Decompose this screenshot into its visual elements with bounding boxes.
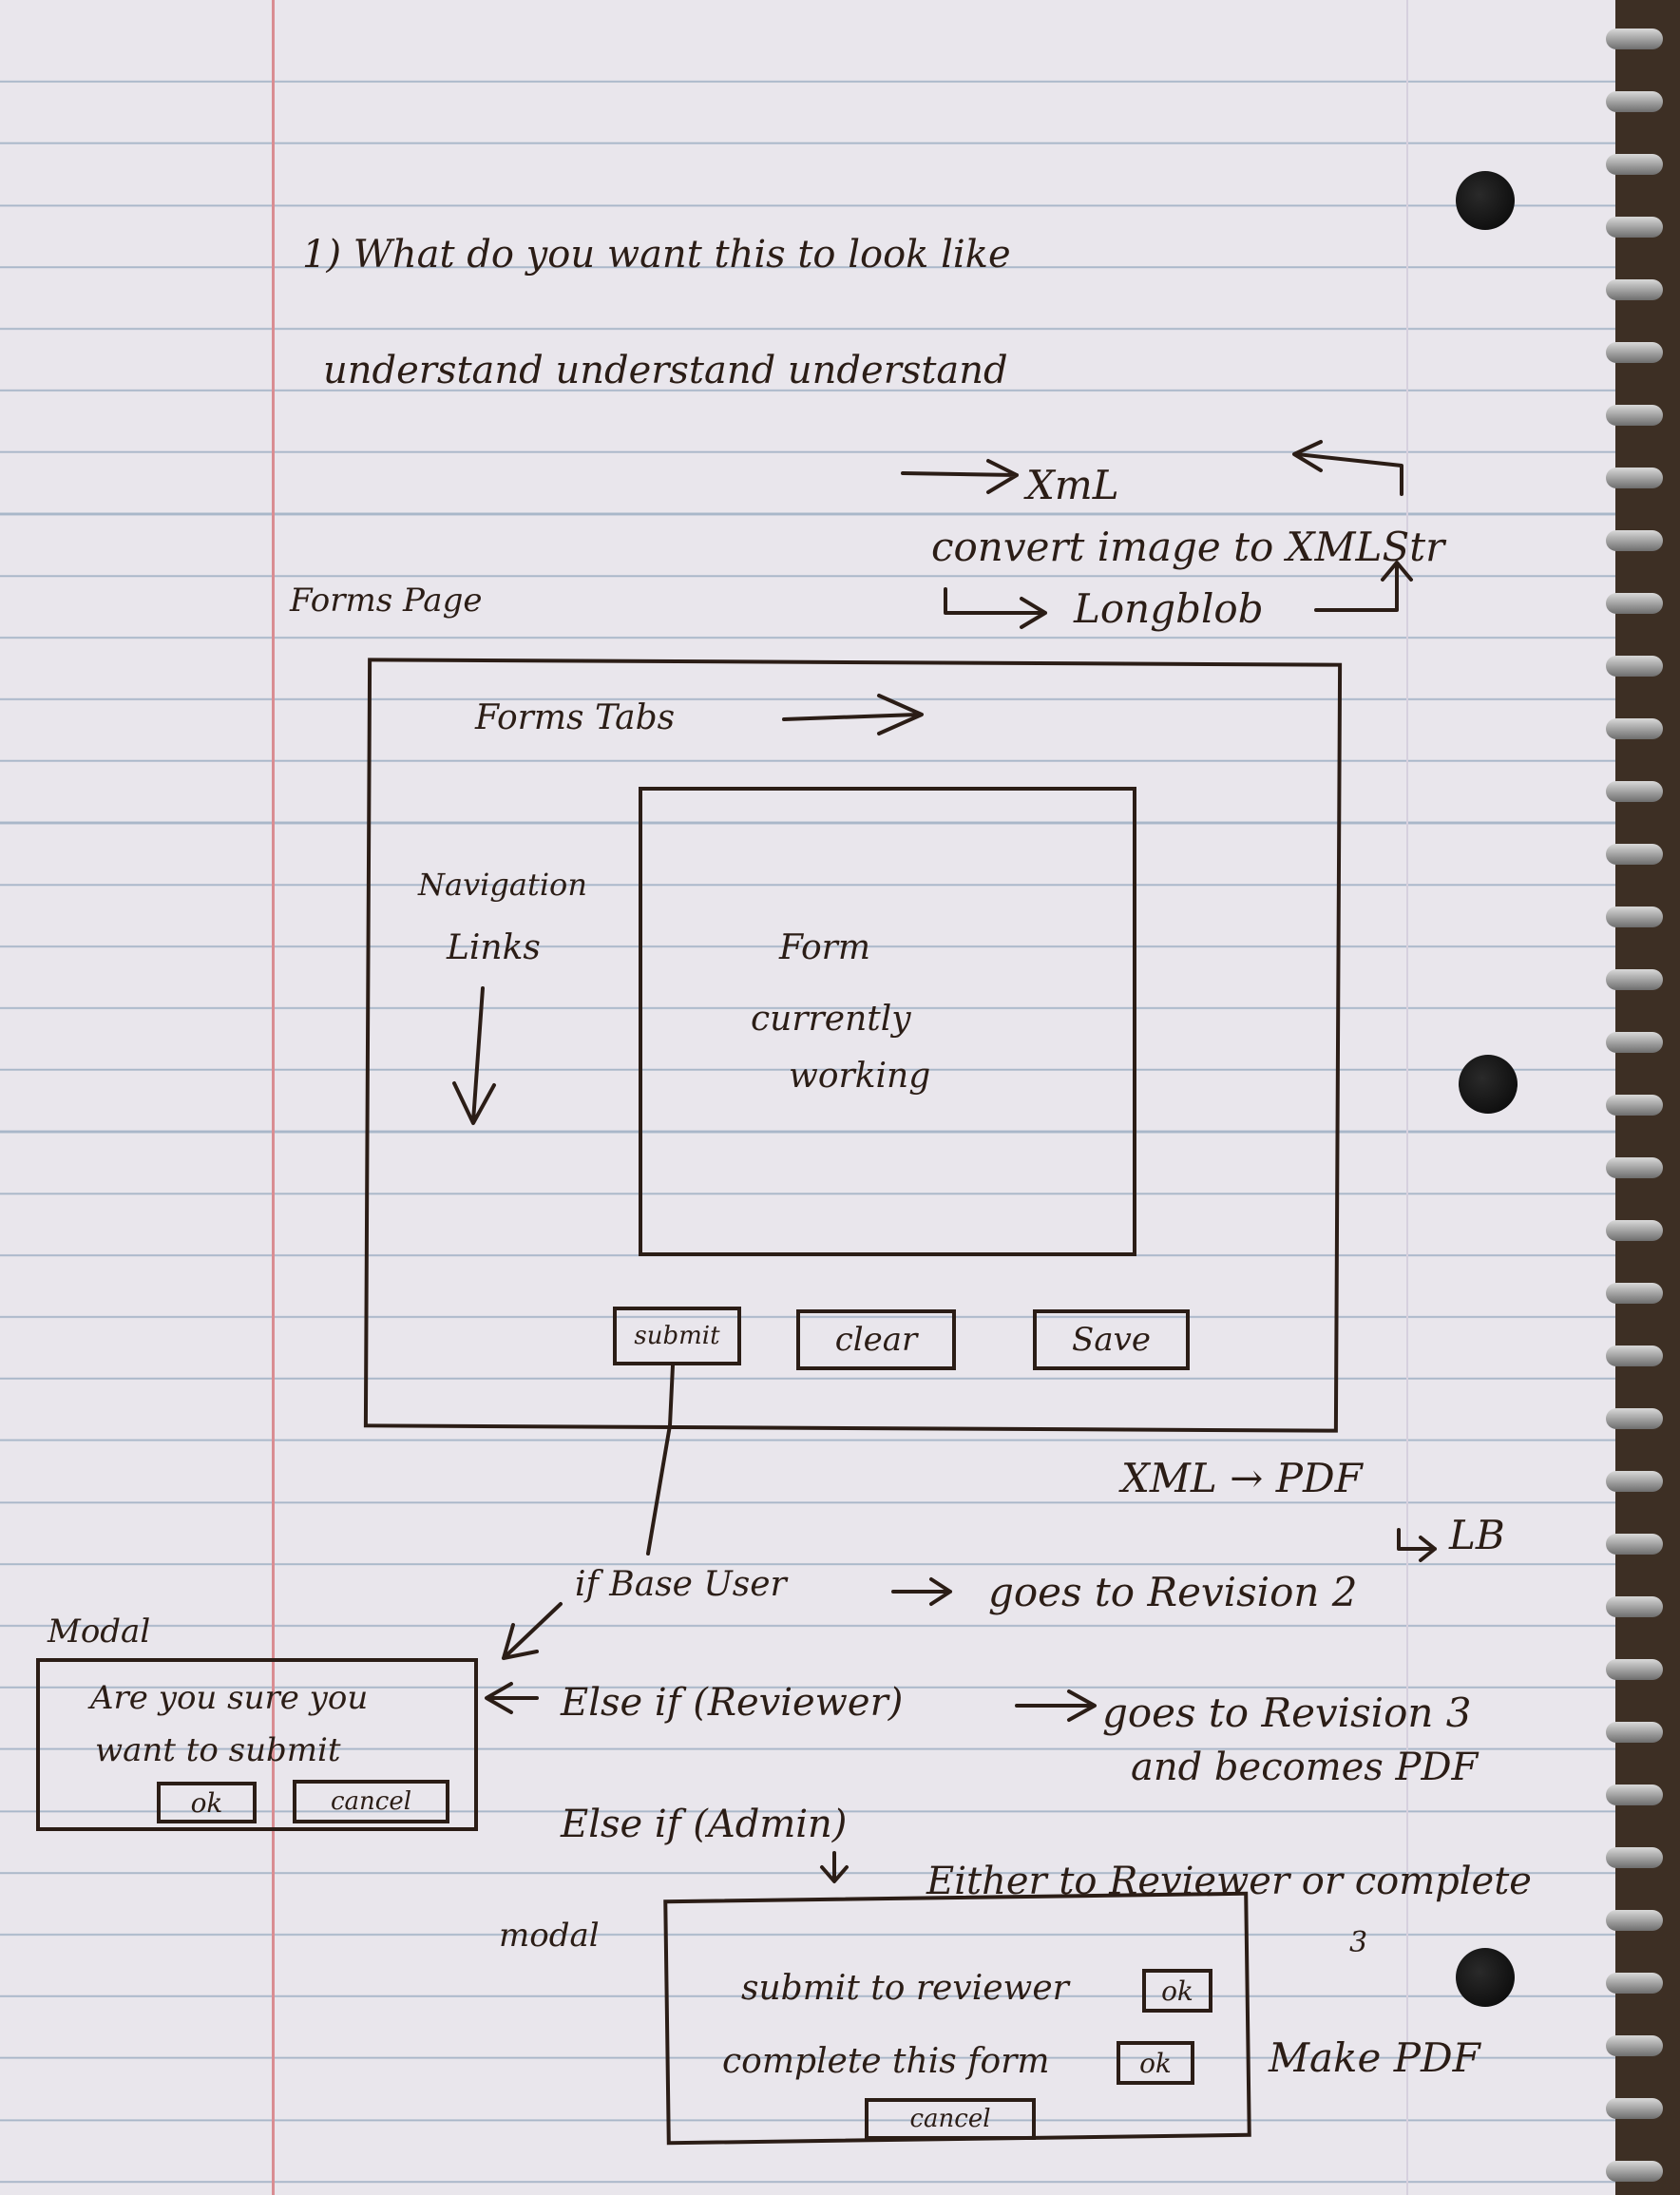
spiral-coil bbox=[1606, 907, 1663, 927]
modal2-line2: complete this form bbox=[722, 2042, 1050, 2081]
spiral-coil bbox=[1606, 1471, 1663, 1492]
note-xml: XmL bbox=[1026, 462, 1119, 508]
confirm-modal bbox=[36, 1658, 478, 1831]
spiral-coil bbox=[1606, 29, 1663, 49]
spiral-coil bbox=[1606, 781, 1663, 802]
punch-hole-middle bbox=[1459, 1055, 1518, 1114]
form-area-box bbox=[639, 787, 1136, 1256]
spiral-coil bbox=[1606, 1220, 1663, 1241]
spiral-coil bbox=[1606, 1283, 1663, 1304]
note-goes-rev2: goes to Revision 2 bbox=[988, 1569, 1358, 1615]
spiral-coil bbox=[1606, 217, 1663, 238]
spiral-coil bbox=[1606, 2098, 1663, 2119]
note-make-pdf: Make PDF bbox=[1269, 2034, 1480, 2081]
spiral-coil bbox=[1606, 468, 1663, 488]
note-nav-links-1: Navigation bbox=[418, 867, 587, 903]
spiral-coil bbox=[1606, 1596, 1663, 1617]
spiral-coil bbox=[1606, 1408, 1663, 1429]
arrow-goes-rev2 bbox=[891, 1577, 952, 1606]
note-form-2: currently bbox=[751, 1000, 911, 1039]
note-if-base-user: if Base User bbox=[575, 1565, 787, 1604]
spiral-coil bbox=[1606, 1785, 1663, 1805]
note-convert: convert image to XMLStr bbox=[931, 524, 1445, 570]
arrow-xmlstr-loop bbox=[1292, 440, 1403, 496]
spiral-coil bbox=[1606, 844, 1663, 865]
spiral-coil bbox=[1606, 1095, 1663, 1116]
notebook-page: 1) What do you want this to look like un… bbox=[0, 0, 1615, 2195]
note-form-1: Form bbox=[779, 928, 871, 967]
note-xml-pdf: XML → PDF bbox=[1121, 1455, 1363, 1501]
note-forms-page: Forms Page bbox=[290, 582, 483, 620]
spiral-coil bbox=[1606, 342, 1663, 363]
arrow-goes-rev3 bbox=[1015, 1689, 1097, 1722]
spiral-coil bbox=[1606, 656, 1663, 677]
arrow-admin-down bbox=[820, 1851, 849, 1883]
modal2-line1: submit to reviewer bbox=[741, 1969, 1069, 2008]
note-else-admin: Else if (Admin) bbox=[561, 1803, 848, 1846]
spiral-coil bbox=[1606, 1847, 1663, 1868]
spiral-coil bbox=[1606, 718, 1663, 739]
note-nav-links-2: Links bbox=[447, 928, 541, 967]
faint-vertical-line bbox=[1406, 0, 1408, 2195]
save-button[interactable]: Save bbox=[1033, 1309, 1190, 1370]
note-forms-tabs: Forms Tabs bbox=[475, 698, 676, 737]
spiral-coil bbox=[1606, 1910, 1663, 1931]
spiral-coil bbox=[1606, 405, 1663, 426]
spiral-coil bbox=[1606, 530, 1663, 551]
spiral-coil bbox=[1606, 279, 1663, 300]
spiral-coil bbox=[1606, 91, 1663, 112]
note-three: 3 bbox=[1349, 1926, 1368, 1959]
modal1-line1: Are you sure you bbox=[90, 1679, 369, 1717]
spiral-coil bbox=[1606, 1722, 1663, 1743]
modal2-ok-button-complete[interactable]: ok bbox=[1117, 2041, 1194, 2085]
modal2-cancel-button[interactable]: cancel bbox=[865, 2098, 1036, 2140]
punch-hole-top bbox=[1456, 171, 1515, 230]
punch-hole-bottom bbox=[1456, 1948, 1515, 2007]
note-lb: LB bbox=[1449, 1512, 1505, 1558]
spiral-coil bbox=[1606, 1157, 1663, 1178]
modal2-ok-button-reviewer[interactable]: ok bbox=[1142, 1969, 1212, 2013]
modal1-line2: want to submit bbox=[95, 1731, 341, 1769]
note-form-3: working bbox=[789, 1057, 931, 1096]
margin-line bbox=[272, 0, 275, 2195]
spiral-coil bbox=[1606, 2035, 1663, 2056]
note-becomes-pdf: and becomes PDF bbox=[1131, 1746, 1479, 1789]
note-modal-label-2: modal bbox=[499, 1917, 600, 1955]
note-question: 1) What do you want this to look like bbox=[302, 233, 1011, 277]
arrow-else-reviewer-to-modal bbox=[485, 1682, 539, 1714]
arrow-to-modal-1 bbox=[502, 1602, 563, 1660]
note-else-reviewer: Else if (Reviewer) bbox=[561, 1681, 904, 1725]
spiral-coil bbox=[1606, 593, 1663, 614]
spiral-coil bbox=[1606, 1534, 1663, 1555]
arrow-longblob-branch bbox=[944, 587, 1047, 629]
spiral-coil bbox=[1606, 1032, 1663, 1053]
modal1-ok-button[interactable]: ok bbox=[157, 1782, 257, 1823]
note-longblob: Longblob bbox=[1074, 585, 1264, 632]
spiral-coil bbox=[1606, 1659, 1663, 1680]
note-modal-label-1: Modal bbox=[48, 1613, 151, 1651]
spiral-coil bbox=[1606, 969, 1663, 990]
submit-button[interactable]: submit bbox=[613, 1307, 741, 1365]
note-either: Either to Reviewer or complete bbox=[926, 1860, 1532, 1903]
note-understand: understand understand understand bbox=[323, 349, 1008, 392]
spiral-coil bbox=[1606, 1973, 1663, 1994]
arrow-xml-pdf-lb bbox=[1397, 1528, 1437, 1562]
note-goes-rev3: goes to Revision 3 bbox=[1102, 1689, 1472, 1736]
spiral-coil bbox=[1606, 154, 1663, 175]
modal1-cancel-button[interactable]: cancel bbox=[293, 1780, 449, 1823]
spiral-coil bbox=[1606, 2161, 1663, 2182]
clear-button[interactable]: clear bbox=[796, 1309, 956, 1370]
arrow-to-xml bbox=[901, 459, 1019, 494]
spiral-coil bbox=[1606, 1346, 1663, 1366]
